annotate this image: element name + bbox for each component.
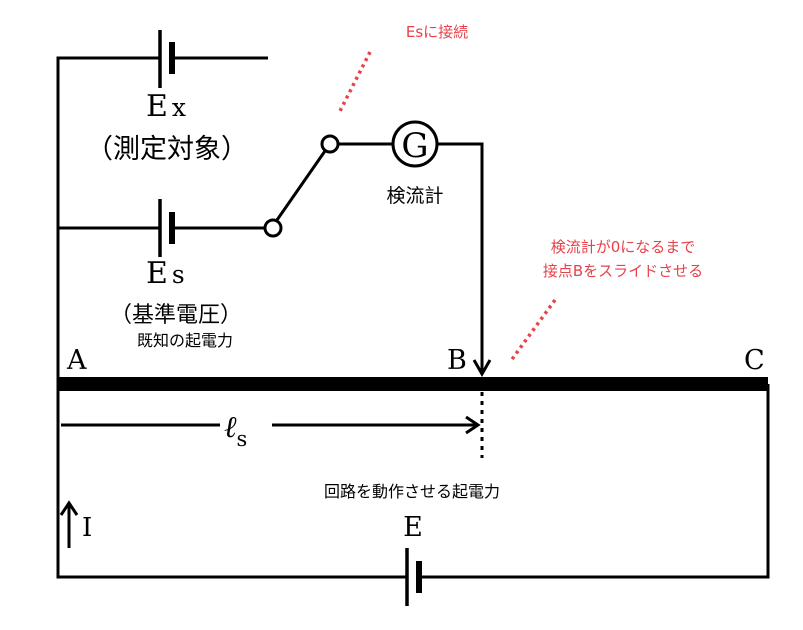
drive-circuit xyxy=(56,384,770,606)
galvanometer-symbol: G xyxy=(401,126,428,166)
switch xyxy=(263,134,340,238)
point-a-label: A xyxy=(66,345,87,376)
contact-arrow-icon xyxy=(472,359,492,378)
es-known-emf-note: 既知の起電力 xyxy=(137,331,233,350)
current-arrow xyxy=(59,500,79,548)
slide-instruction-line2: 接点Bをスライドさせる xyxy=(543,262,703,280)
slide-instruction-line1: 検流計が0になるまで xyxy=(551,238,696,256)
length-arrow-head-icon xyxy=(465,415,481,435)
galvanometer-right-wire xyxy=(437,142,484,372)
point-b-label: B xyxy=(447,345,467,376)
switch-terminal-es xyxy=(263,218,283,238)
es-description: （基準電圧） xyxy=(110,303,242,328)
point-c-label: C xyxy=(744,345,765,376)
slide-instruction-leader xyxy=(508,298,557,364)
ex-description: （測定対象） xyxy=(86,134,248,165)
ex-branch xyxy=(56,30,268,385)
switch-lever xyxy=(275,150,327,221)
drive-left-wire xyxy=(56,384,407,579)
ex-left-wire xyxy=(56,56,160,385)
switch-terminal-common xyxy=(320,134,340,154)
length-label: ℓs xyxy=(224,410,247,451)
connect-es-leader xyxy=(337,51,372,114)
es-branch xyxy=(58,199,265,257)
current-arrow-head-icon xyxy=(59,500,79,516)
length-arrow xyxy=(61,415,481,435)
drive-right-wire xyxy=(419,384,770,579)
connect-es-annotation: Esに接続 xyxy=(406,23,468,41)
drive-emf-note: 回路を動作させる起電力 xyxy=(324,482,500,501)
galvanometer-branch: G xyxy=(338,120,492,378)
current-label: I xyxy=(82,513,92,543)
drive-emf-label: E xyxy=(403,512,423,543)
galvanometer-label: 検流計 xyxy=(386,185,443,207)
